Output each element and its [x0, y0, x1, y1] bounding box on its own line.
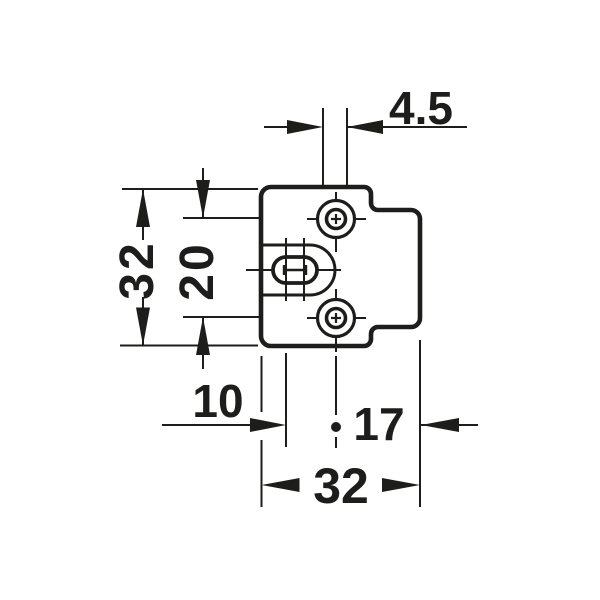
slot-length-symbol — [282, 265, 308, 275]
mounting-plate-outline — [258, 184, 423, 349]
arrow-32w-right — [382, 478, 420, 492]
arrow-20-down — [196, 180, 210, 218]
arrow-32-down — [136, 307, 150, 346]
dim-label-slot-offset: 10 — [192, 375, 243, 427]
arrow-32-up — [136, 189, 150, 227]
screw-hole-top — [307, 192, 366, 252]
slot-centerlines — [246, 238, 341, 301]
dim-label-plate-width: 32 — [313, 458, 369, 514]
arrow-4p5-right — [347, 120, 383, 134]
dimension-arrowheads — [136, 120, 459, 492]
arrow-4p5-left — [287, 120, 323, 134]
dim-label-center-to-edge: 17 — [353, 398, 404, 450]
screw-hole-top-center-mark — [331, 214, 341, 224]
screw-hole-bottom-center-mark — [331, 313, 341, 323]
dim-label-hole-diameter: 4.5 — [389, 82, 453, 134]
arrow-17-left — [421, 418, 459, 432]
dimension-reference-dot — [331, 422, 341, 432]
arrow-20-up — [196, 317, 210, 355]
oblong-slot-assembly — [246, 238, 341, 301]
dim-label-hole-spacing: 20 — [171, 241, 224, 300]
screw-hole-bottom — [307, 289, 366, 352]
arrow-10-right — [250, 418, 286, 432]
dim-label-plate-height: 32 — [111, 240, 164, 299]
arrow-32w-left — [261, 478, 300, 492]
